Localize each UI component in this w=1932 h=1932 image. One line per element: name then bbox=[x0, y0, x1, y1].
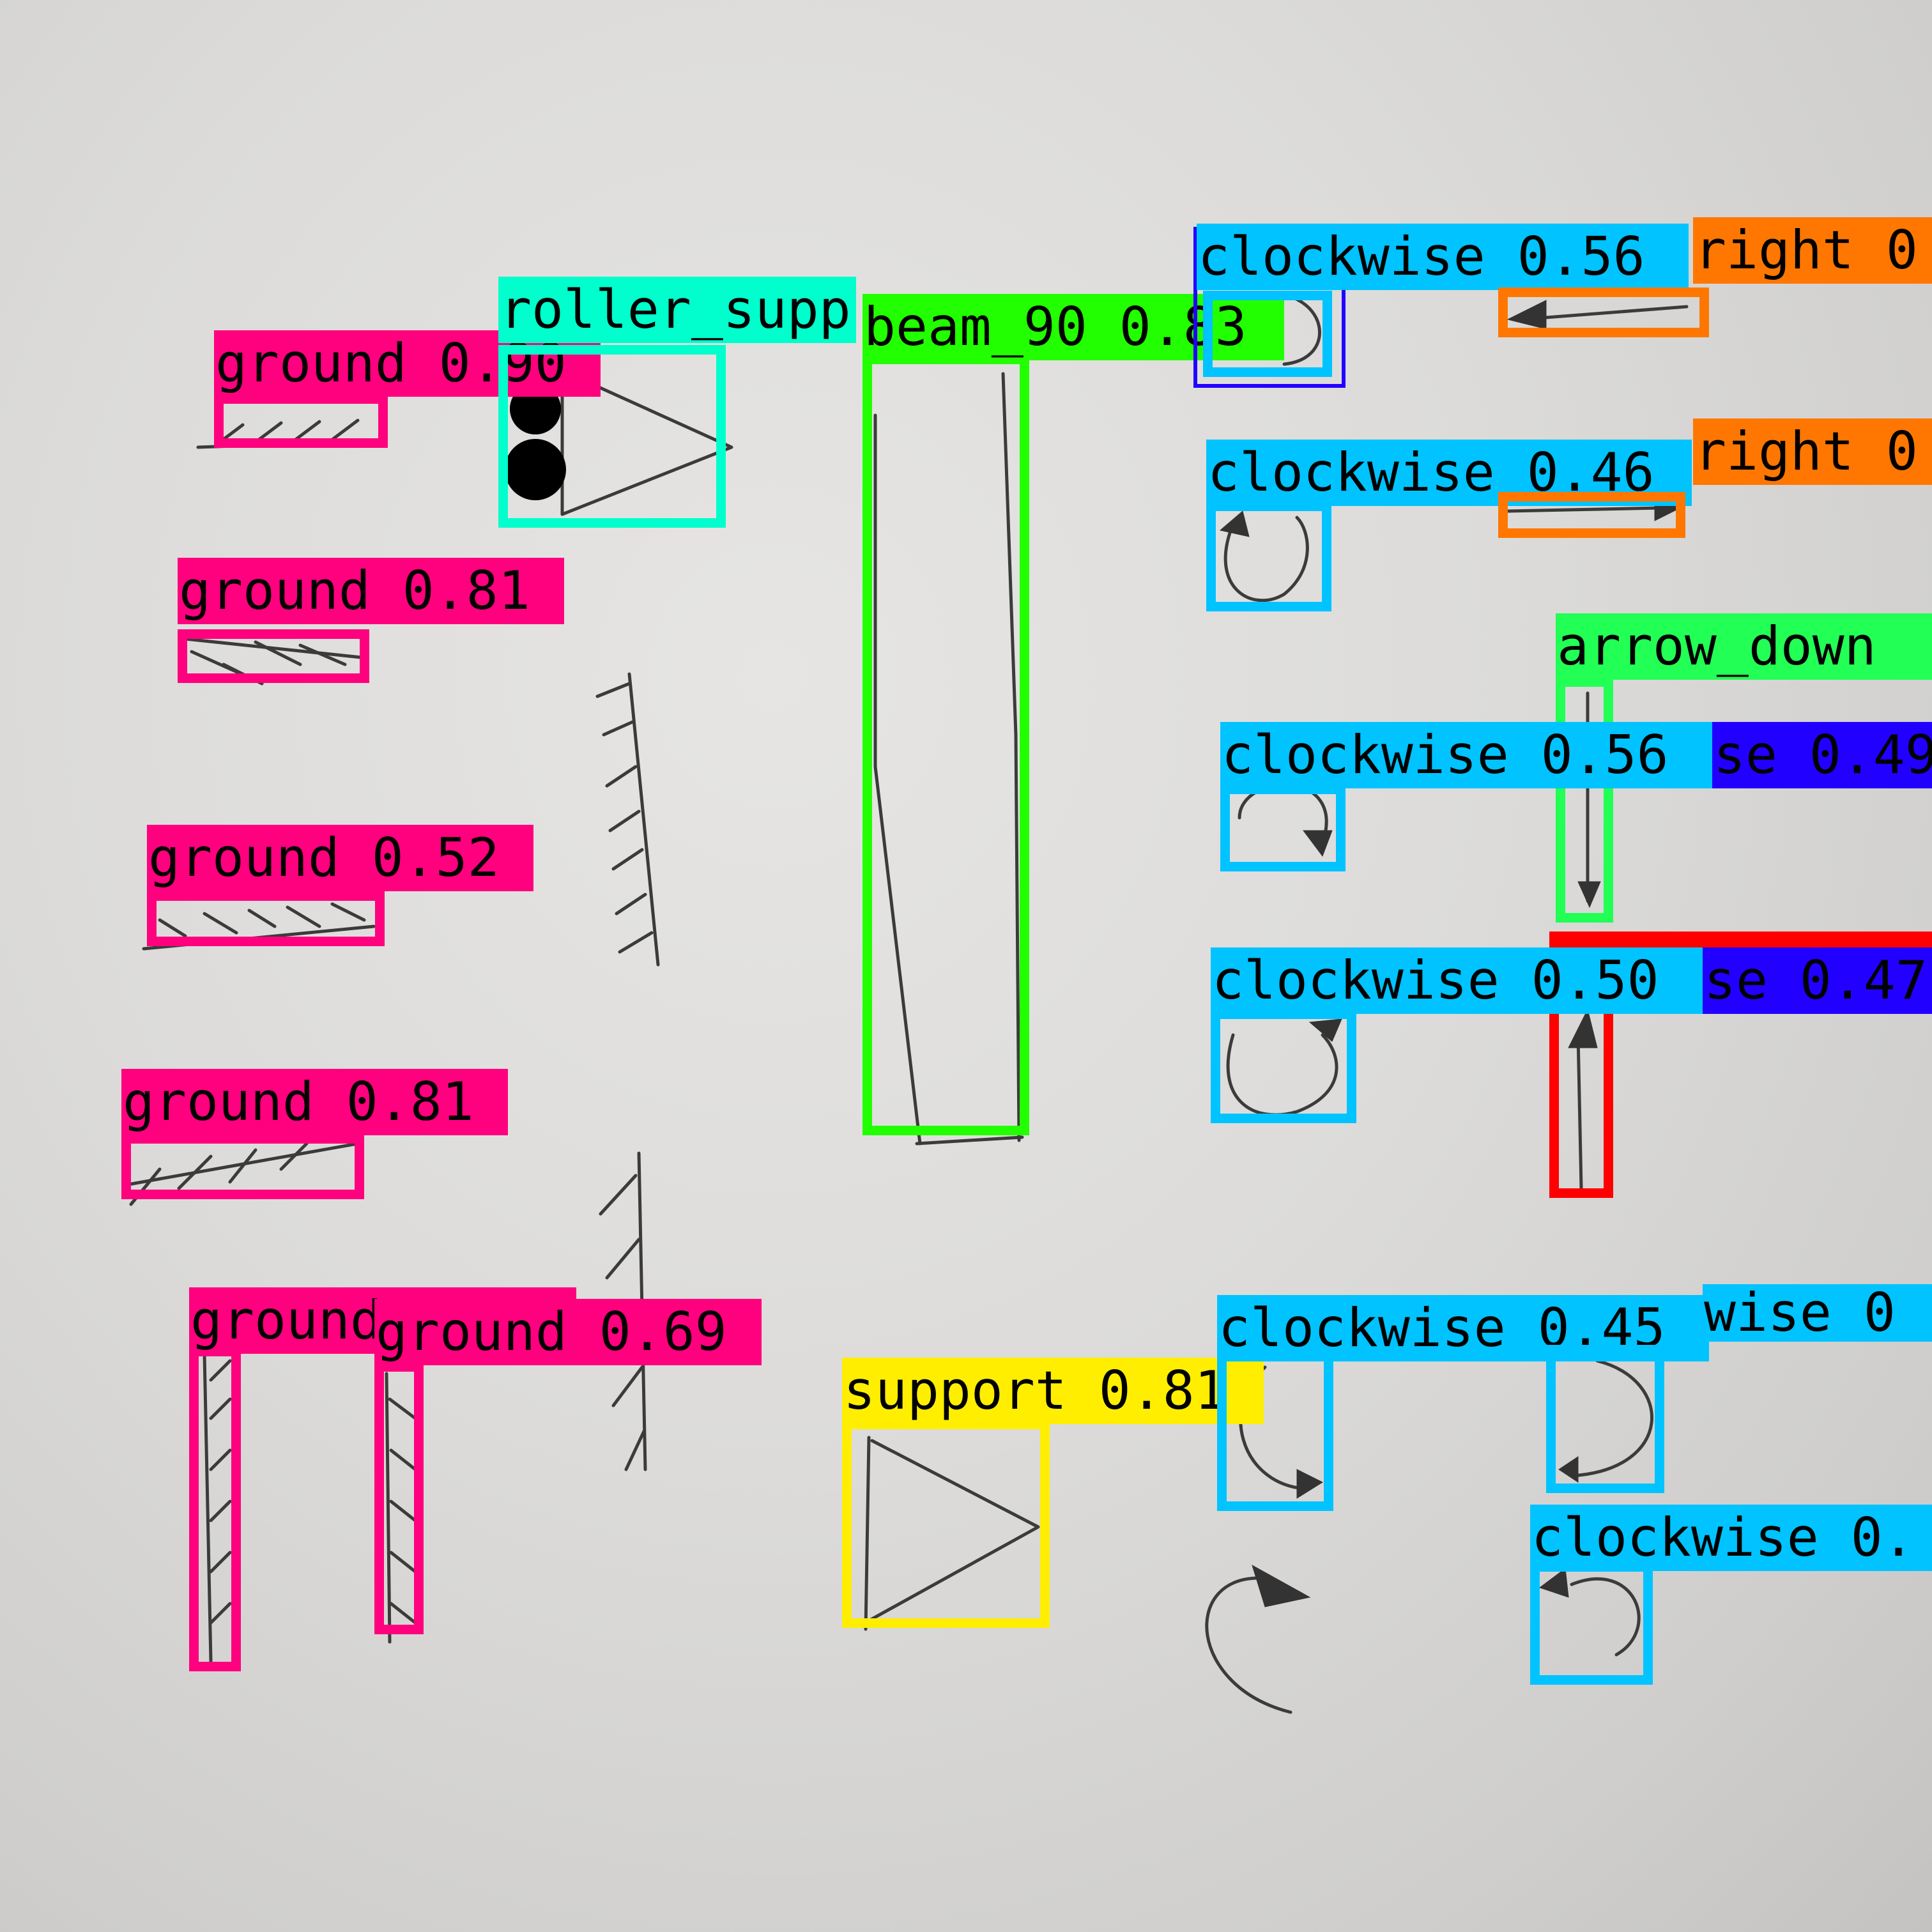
detection-box bbox=[1206, 502, 1331, 611]
detection-label: clockwise 0.46 bbox=[1206, 440, 1692, 506]
detection-label: roller_supp bbox=[498, 277, 856, 343]
detection-label: wise 0 bbox=[1703, 1284, 1932, 1342]
detection-box bbox=[1203, 291, 1332, 377]
detection-box bbox=[1220, 785, 1346, 871]
detection-label: support 0.81 bbox=[842, 1358, 1264, 1424]
detection-box bbox=[147, 891, 385, 946]
detection-box bbox=[498, 345, 726, 528]
detection-box bbox=[842, 1420, 1050, 1628]
detection-label: se 0.49 bbox=[1712, 722, 1932, 788]
clockwise-sketch-8 bbox=[1205, 1564, 1311, 1714]
clockwise-sketch-4 bbox=[1226, 1018, 1342, 1117]
detection-box bbox=[178, 629, 369, 683]
arrow-right-sketch-1 bbox=[1506, 300, 1689, 330]
detection-box bbox=[374, 1362, 424, 1634]
detection-label: right 0 bbox=[1693, 418, 1932, 485]
clockwise-sketch-7 bbox=[1538, 1568, 1641, 1657]
support-sketch bbox=[857, 1436, 1040, 1631]
arrow-up-sketch bbox=[1568, 1008, 1598, 1190]
beam-sketch bbox=[873, 372, 1024, 1146]
detection-label: beam_90 0.83 bbox=[862, 294, 1284, 360]
detection-box bbox=[1546, 1345, 1664, 1493]
detection-label: clockwise 0.56 bbox=[1197, 224, 1689, 290]
detection-box bbox=[1217, 1351, 1333, 1511]
ground-sketch-2 bbox=[183, 637, 369, 686]
detection-box bbox=[862, 355, 1029, 1135]
clockwise-sketch-2 bbox=[1219, 510, 1309, 602]
detection-box bbox=[121, 1134, 364, 1199]
detection-box bbox=[214, 394, 388, 448]
clockwise-sketch-6 bbox=[1558, 1359, 1653, 1483]
detection-label: se 0.47 bbox=[1703, 947, 1932, 1014]
ground-sketch-vertical-3 bbox=[203, 1353, 232, 1663]
detection-label: clockwise 0.56 bbox=[1220, 722, 1712, 788]
detection-box bbox=[1211, 1009, 1356, 1123]
detection-label: clockwise 0. bbox=[1530, 1505, 1932, 1571]
detection-box bbox=[1556, 677, 1613, 923]
detection-label: ground 0.81 bbox=[121, 1069, 508, 1135]
detection-label: ground 0.52 bbox=[147, 825, 533, 891]
ground-sketch-vertical-4 bbox=[385, 1372, 417, 1644]
detection-label: ground 0.81 bbox=[178, 558, 564, 624]
detection-label: ground 0.69 bbox=[374, 1299, 762, 1365]
detection-box bbox=[1498, 288, 1709, 337]
detection-box bbox=[1530, 1562, 1653, 1685]
detection-label: clockwise 0.50 bbox=[1211, 947, 1703, 1014]
detection-label: arrow_down bbox=[1556, 613, 1932, 680]
detection-box bbox=[189, 1347, 241, 1671]
detection-box bbox=[1498, 492, 1685, 538]
ground-sketch-vertical-1 bbox=[595, 672, 660, 967]
detection-label: right 0 bbox=[1693, 217, 1932, 284]
detection-box bbox=[1549, 1003, 1613, 1198]
ground-sketch-4 bbox=[123, 1142, 360, 1206]
